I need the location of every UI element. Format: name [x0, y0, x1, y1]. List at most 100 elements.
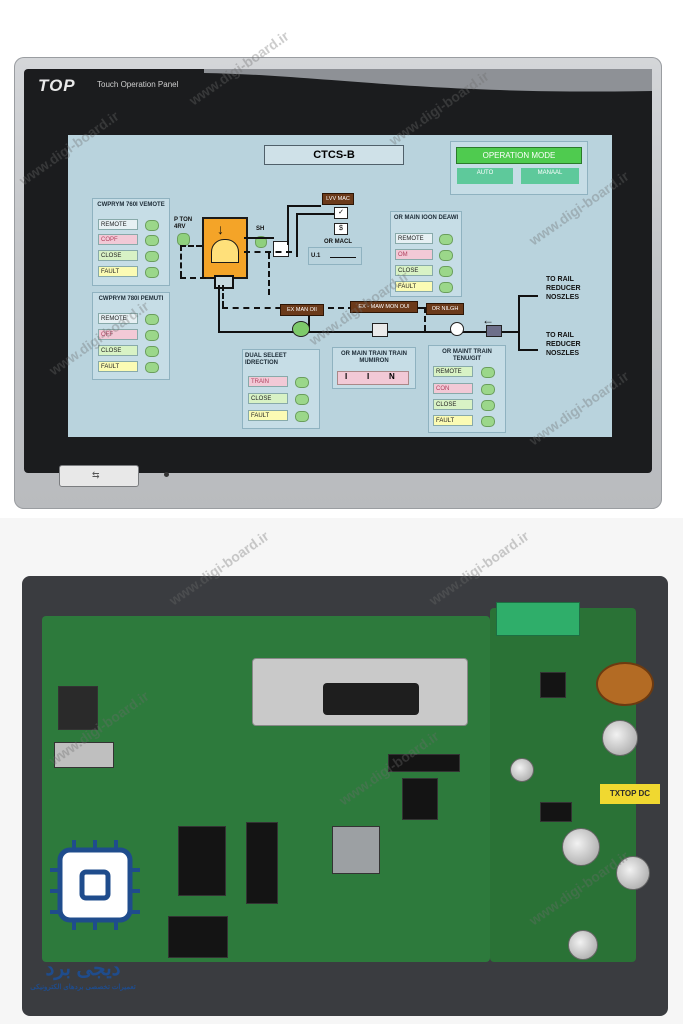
regulator-chip — [540, 802, 572, 822]
dashed-pipe — [222, 285, 224, 307]
hmi-screen: CTCS-B OPERATION MODE AUTO MANAAL CWPRYM… — [68, 135, 612, 437]
chip-logo-icon — [50, 840, 140, 930]
sh-label: SH — [256, 226, 265, 232]
left-arrow-icon: ← — [482, 313, 494, 327]
inductor-coil — [596, 662, 654, 706]
rail-label-top: TO RAIL REDUCER NOSZLES — [546, 276, 581, 301]
status-lamp — [481, 367, 495, 378]
gate-valve-icon[interactable] — [450, 322, 464, 336]
logo-wordmark: دیجی برد تعمیرات تخصصی بردهای الکترونیکی — [18, 956, 148, 991]
status-lamp — [481, 400, 495, 411]
status-lamp — [439, 282, 453, 293]
rail-label-bottom: TO RAIL REDUCER NOSZLES — [546, 332, 581, 357]
status-lamp — [295, 411, 309, 422]
remote-status[interactable]: REMOTE — [395, 233, 433, 244]
remote-status[interactable]: REMOTE — [98, 219, 138, 230]
fault-status[interactable]: FAULT — [248, 410, 288, 421]
valve-box-icon[interactable] — [372, 323, 388, 337]
capacitor — [510, 758, 534, 782]
pipe — [296, 213, 334, 215]
status-lamp — [439, 250, 453, 261]
copf-status[interactable]: COPF — [98, 234, 138, 245]
dashed-pipe — [244, 251, 292, 253]
status-panel-right-bottom: OR MAINT TRAIN TENU/GIT REMOTE CON CLOSE… — [428, 345, 506, 433]
down-arrow-icon: ↓ — [217, 221, 224, 237]
crusher-unit[interactable]: ↓ — [202, 217, 248, 279]
capacitor — [562, 828, 600, 866]
pcb-photo: TXTOP DC دیجی برد تعمیرات تخصصی بردهای ا… — [0, 518, 683, 1024]
ic-chip — [388, 754, 460, 772]
remote-status[interactable]: REMOTE — [433, 366, 473, 377]
pump-icon[interactable] — [292, 321, 310, 337]
close-status[interactable]: CLOSE — [98, 250, 138, 261]
dashed-pipe — [180, 245, 182, 277]
rail-branch — [518, 349, 538, 351]
p-ton-label: P TON 4RV — [174, 217, 193, 230]
pipe — [287, 205, 289, 245]
power-terminal-block — [496, 602, 580, 636]
u1-label: U.1 — [311, 253, 321, 259]
operation-mode-panel: OPERATION MODE AUTO MANAAL — [450, 141, 588, 195]
power-led-icon — [164, 472, 169, 477]
close-status[interactable]: CLOSE — [98, 345, 138, 356]
status-panel-left-bottom: CWPRYM 780I PEMUTI REMOTE OFF CLOSE FAUL… — [92, 292, 170, 380]
lvv-mac-tag: LVV MAC — [322, 193, 354, 205]
auto-mode-button[interactable]: AUTO — [457, 168, 513, 184]
panel-title: DUAL SELEET IDRECTION — [245, 353, 287, 366]
dollar-box[interactable]: $ — [334, 223, 348, 235]
close-status[interactable]: CLOSE — [248, 393, 288, 404]
rail-branch — [518, 295, 520, 351]
fault-status[interactable]: FAULT — [98, 361, 138, 372]
train-readout[interactable] — [337, 371, 409, 385]
u1-readout-line — [330, 257, 356, 258]
dual-select-panel: DUAL SELEET IDRECTION TRAIN CLOSE FAULT — [242, 349, 320, 429]
fault-status[interactable]: FAULT — [395, 281, 433, 292]
main-line — [308, 307, 310, 331]
flash-chip — [246, 822, 278, 904]
pipe — [296, 213, 298, 257]
logo-title: دیجی برد — [45, 958, 121, 980]
pump-box-icon[interactable] — [273, 241, 289, 257]
filter-icon[interactable] — [486, 325, 502, 337]
gauge-box[interactable]: ✓ — [334, 207, 348, 219]
bezel-wave-decoration — [204, 69, 652, 92]
usb-connector — [54, 742, 114, 768]
close-status[interactable]: CLOSE — [433, 399, 473, 410]
panel-title: CWPRYM 760I VEMOTE — [97, 202, 165, 208]
usb-port-cover[interactable]: ⇆ — [59, 465, 139, 487]
ex-maw-tag: EX - MAW MON OUI — [350, 301, 418, 313]
remote-status[interactable]: REMOTE — [98, 313, 138, 324]
status-panel-left-top: CWPRYM 760I VEMOTE REMOTE COPF CLOSE FAU… — [92, 198, 170, 286]
train-panel: OR MAIN TRAIN TRAIN MUMIRON I I N — [332, 347, 416, 389]
sh-valve-icon[interactable] — [255, 236, 267, 248]
pipe — [244, 237, 274, 239]
psu-sticker: TXTOP DC — [600, 784, 660, 804]
manual-mode-button[interactable]: MANAAL — [521, 168, 579, 184]
status-lamp — [145, 362, 159, 373]
status-lamp — [145, 267, 159, 278]
fault-status[interactable]: FAULT — [98, 266, 138, 277]
om-status[interactable]: OM — [395, 249, 433, 260]
off-status[interactable]: OFF — [98, 329, 138, 340]
main-line — [218, 331, 518, 333]
dashed-return — [424, 307, 426, 331]
fault-status[interactable]: FAULT — [433, 415, 473, 426]
status-lamp — [145, 235, 159, 246]
status-lamp — [145, 330, 159, 341]
train-value-2: I — [367, 372, 370, 381]
status-lamp — [481, 384, 495, 395]
panel-title: OR MAIN IOON DEAWI — [393, 215, 459, 221]
status-lamp — [145, 251, 159, 262]
rail-branch — [518, 295, 538, 297]
con-status[interactable]: CON — [433, 383, 473, 394]
panel-title: CWPRYM 780I PEMUTI — [98, 296, 164, 302]
status-lamp — [145, 346, 159, 357]
dashed-pipe — [180, 277, 216, 279]
status-lamp — [481, 416, 495, 427]
sdram-chip — [178, 826, 226, 896]
close-status[interactable]: CLOSE — [395, 265, 433, 276]
panel-title: OR MAIN TRAIN TRAIN MUMIRON — [341, 351, 407, 364]
main-line — [218, 285, 220, 333]
ic-chip — [168, 916, 228, 958]
train-status[interactable]: TRAIN — [248, 376, 288, 387]
